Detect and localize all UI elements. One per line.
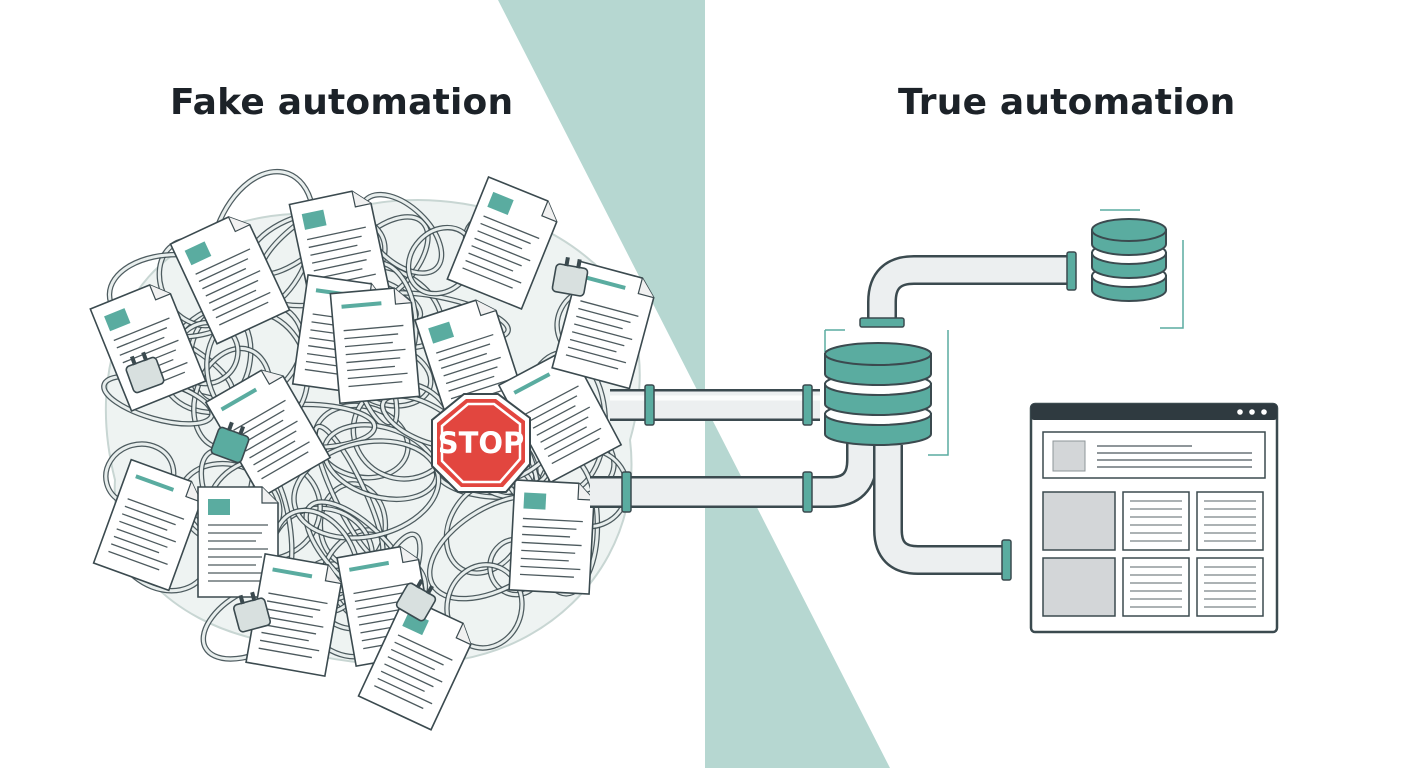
document-icon [197, 486, 279, 598]
pipe-to-browser [873, 445, 1005, 575]
document-icon [508, 479, 595, 595]
browser-card [1122, 491, 1190, 551]
database-icon-secondary [1091, 209, 1184, 329]
pipe-connectors [621, 251, 1077, 581]
browser-card [1196, 491, 1264, 551]
tangled-documents-pile [89, 168, 655, 731]
pipes [590, 251, 1077, 581]
cable-plug [551, 256, 589, 297]
fake-automation-title: Fake automation [170, 82, 514, 123]
database-icon-main [824, 329, 949, 456]
cable-loop-fill [292, 439, 441, 540]
browser-card [1122, 557, 1190, 617]
cable-plug [395, 578, 437, 622]
document-icon [357, 595, 472, 731]
cable-plugs [125, 256, 589, 633]
document-icon [92, 458, 202, 592]
document-icon [169, 216, 291, 345]
browser-card [1042, 491, 1116, 551]
browser-card [1196, 557, 1264, 617]
browser-card [1042, 557, 1116, 617]
stop-sign-label: STOP [438, 426, 525, 460]
true-automation-title: True automation [898, 82, 1236, 123]
stop-sign-icon: STOP [431, 393, 531, 493]
cable-plug [125, 351, 165, 394]
cable-plug [233, 591, 271, 633]
document-icon [446, 175, 558, 311]
document-icon [245, 552, 343, 678]
divider-band [498, 0, 890, 768]
browser-window-icon [1029, 402, 1279, 634]
cable-plug [210, 421, 250, 464]
cable-loop-fill [445, 563, 524, 650]
document-icon [329, 287, 421, 405]
